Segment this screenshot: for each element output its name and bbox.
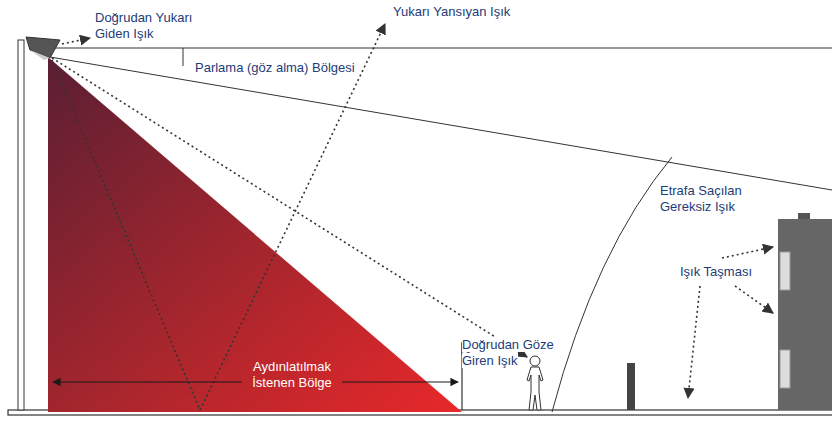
lamp-pole — [18, 40, 24, 410]
upward-light-arrow — [62, 38, 90, 44]
post — [627, 363, 635, 410]
region-label: Aydınlatılmak İstenen Bölge — [245, 359, 340, 391]
label-box: Yukarı Yansıyan Işık — [393, 4, 553, 20]
label-box: Doğrudan Göze Giren Işık — [462, 337, 562, 369]
annotation-label: Doğrudan Yukarı Giden Işık — [95, 10, 192, 41]
window — [780, 350, 790, 388]
person-head — [530, 356, 540, 366]
luminaire-lens — [30, 50, 50, 60]
glare-top-line — [36, 48, 832, 49]
window — [780, 252, 790, 290]
annotation-label: Yukarı Yansıyan Işık — [393, 4, 510, 19]
region-shape — [48, 57, 462, 412]
label-box: Parlama (göz alma) Bölgesi — [195, 60, 395, 76]
reflected-light-ray — [52, 60, 200, 410]
lit-area-triangle — [48, 57, 462, 412]
annotation-label: Etrafa Saçılan Gereksiz Işık — [660, 183, 742, 214]
spill-boundary-arc — [552, 157, 672, 412]
label-box: Doğrudan Yukarı Giden Işık — [95, 10, 205, 42]
annotation-label: Doğrudan Göze Giren Işık — [462, 337, 554, 368]
annotation-label: Parlama (göz alma) Bölgesi — [195, 60, 355, 75]
label-box: Etrafa Saçılan Gereksiz Işık — [660, 183, 760, 215]
reflected-light-arrow — [200, 24, 385, 410]
dimension-arrow — [53, 381, 242, 382]
trespass-arrow — [735, 286, 773, 313]
luminaire — [26, 37, 60, 58]
dimension-arrow — [342, 381, 458, 382]
building — [778, 219, 832, 410]
eye-light-arrow — [52, 58, 527, 357]
chimney — [798, 213, 810, 220]
trespass-arrow — [688, 286, 700, 398]
person-body — [527, 367, 543, 410]
label-box: Işık Taşması — [680, 264, 770, 280]
trespass-arrow — [722, 247, 773, 258]
glare-leader — [183, 48, 184, 66]
lit-area-region: Aydınlatılmak İstenen Bölge — [48, 57, 462, 412]
annotation-label: Işık Taşması — [680, 264, 752, 279]
